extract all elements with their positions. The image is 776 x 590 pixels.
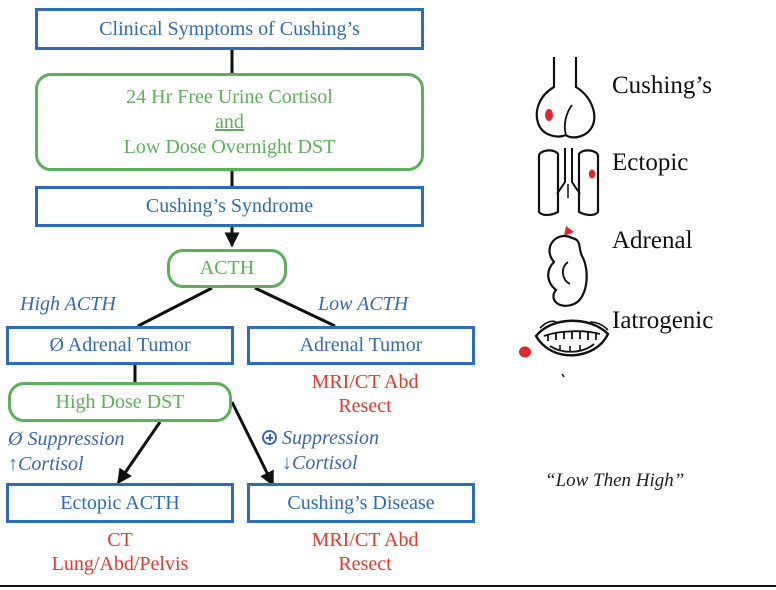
ectopic-acth-box: Ectopic ACTH — [6, 483, 234, 523]
cushings-syndrome-box: Cushing’s Syndrome — [35, 186, 424, 227]
pituitary-icon — [535, 57, 596, 139]
low-acth-label: Low ACTH — [318, 293, 409, 315]
legend-label-cushings: Cushing’s — [612, 72, 713, 99]
legend-label-adrenal: Adrenal — [612, 227, 693, 254]
bottom-rule — [0, 585, 776, 587]
legend-label-iatrogenic: Iatrogenic — [612, 307, 714, 334]
urine-cortisol-text: 24 Hr Free Urine Cortisol — [126, 85, 333, 108]
connector-acth-high — [137, 286, 213, 328]
cushings-disease-workup: MRI/CT Abd Resect — [290, 528, 440, 577]
suppression-label: Suppression ↓Cortisol — [262, 426, 379, 476]
adrenal-imaging-text: MRI/CT Abd — [311, 371, 419, 393]
connector-acth-low — [254, 286, 336, 328]
low-dose-dst-text: Low Dose Overnight DST — [123, 135, 336, 158]
no-adrenal-tumor-box: Ø Adrenal Tumor — [6, 326, 234, 365]
mnemonic-text: “Low Then High” — [545, 470, 685, 491]
adrenal-kidney-icon — [547, 226, 588, 307]
plus-circle-icon — [262, 430, 277, 445]
ectopic-region-text: Lung/Abd/Pelvis — [51, 553, 189, 576]
clinical-symptoms-box: Clinical Symptoms of Cushing’s — [35, 8, 424, 50]
lungs-icon — [537, 148, 600, 217]
screening-tests-box: 24 Hr Free Urine Cortisol and Low Dose O… — [35, 73, 424, 171]
arrow-suppression — [230, 401, 275, 487]
acth-box: ACTH — [167, 249, 287, 288]
no-suppression-label: Ø Suppression ↑Cortisol — [8, 427, 124, 477]
arrow-no-suppression — [116, 421, 162, 485]
low-cortisol-text: ↓Cortisol — [282, 452, 358, 474]
legend-label-ectopic: Ectopic — [612, 149, 689, 176]
adrenal-tumor-box: Adrenal Tumor — [247, 326, 475, 365]
and-text: and — [215, 110, 244, 133]
disease-imaging-text: MRI/CT Abd — [311, 529, 419, 551]
ectopic-workup: CT Lung/Abd/Pelvis — [30, 528, 210, 577]
cushings-disease-box: Cushing’s Disease — [247, 483, 475, 523]
suppression-text: Suppression — [282, 427, 380, 449]
high-acth-label: High ACTH — [20, 293, 116, 315]
adrenal-tumor-workup: MRI/CT Abd Resect — [290, 370, 440, 419]
ectopic-ct-text: CT — [107, 529, 133, 551]
high-dose-dst-box: High Dose DST — [8, 382, 232, 422]
adrenal-resect-text: Resect — [338, 395, 392, 418]
disease-resect-text: Resect — [338, 553, 392, 576]
high-cortisol-text: ↑Cortisol — [8, 453, 84, 475]
no-suppression-text: Ø Suppression — [8, 428, 125, 450]
mouth-pill-icon — [519, 319, 610, 378]
